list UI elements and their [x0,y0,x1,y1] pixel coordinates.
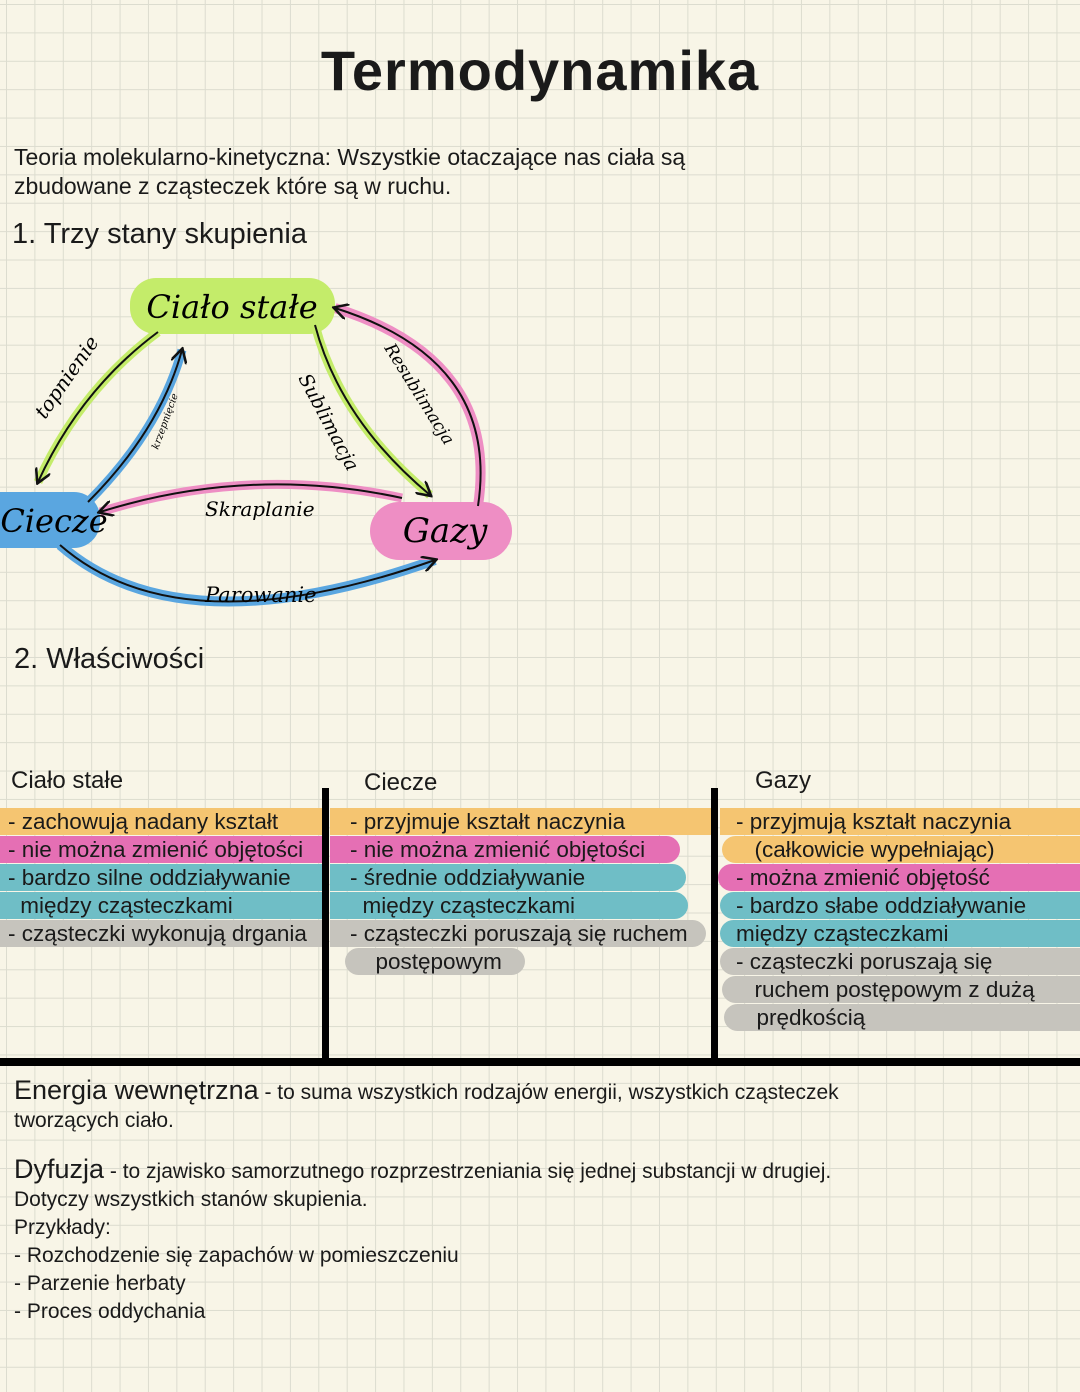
solid-property: między cząsteczkami [0,892,325,919]
energy-def-2: tworzących ciało. [14,1109,174,1132]
liquid-property: - średnie oddziaływanie [330,864,686,891]
liquid-property: postępowym [345,948,525,975]
column-heading-solid: Ciało stałe [11,767,124,794]
diffusion-line-2: Dotyczy wszystkich stanów skupienia. [14,1188,368,1211]
section-heading-states: 1. Trzy stany skupienia [12,218,307,250]
liquid-property: między cząsteczkami [330,892,688,919]
section-divider [0,1058,1080,1066]
liquid-property: - nie można zmienić objętości [330,836,680,863]
states-diagram: Ciało stałe Ciecze Gazy topnienie krzepn… [0,278,512,607]
solid-property: - bardzo silne oddziaływanie [0,864,325,891]
example-item: - Parzenie herbaty [14,1272,186,1295]
column-divider [322,788,329,1060]
condensation-label: Skraplanie [205,497,315,521]
energy-term: Energia wewnętrzna [14,1075,259,1105]
resublimation-label: Resublimacja [379,339,458,448]
intro-line-2: zbudowane z cząsteczek które są w ruchu. [14,173,452,199]
gas-node [370,502,512,560]
liquid-node [0,492,100,548]
sublimation-arrow [314,324,430,495]
energy-def: - to suma wszystkich rodzajów energii, w… [258,1081,839,1104]
liquid-property: - cząsteczki poruszają się ruchem [330,920,706,947]
gas-property: - bardzo słabe oddziaływanie [720,892,1080,919]
intro-line-1: Teoria molekularno-kinetyczna: Wszystkie… [14,144,686,170]
liquid-property: - przyjmuje kształt naczynia [330,808,714,835]
resublimation-arrow [335,308,482,507]
page-title: Termodynamika [320,39,760,102]
section-heading-properties: 2. Właściwości [14,643,205,675]
energy-definition: Energia wewnętrzna - to suma wszystkich … [14,1076,1074,1135]
solid-property: - zachowują nadany kształt [0,808,325,835]
evaporation-arrow [59,544,435,603]
solid-property: - nie można zmienić objętości [0,836,325,863]
diffusion-term: Dyfuzja [14,1154,105,1184]
gas-property: ruchem postępowym z dużą [722,976,1080,1003]
gas-property: - cząsteczki poruszają się [720,948,1080,975]
melting-label: topnienie [29,331,103,423]
column-heading-gas: Gazy [755,767,812,794]
solid-label: Ciało stałe [146,288,317,326]
gas-property: - przyjmują kształt naczynia [720,808,1080,835]
column-divider [711,788,718,1060]
gas-property: - można zmienić objętość [718,864,1080,891]
example-item: - Proces oddychania [14,1300,206,1323]
melting-arrow [38,331,159,482]
column-heading-liquid: Ciecze [364,769,438,796]
solid-node [130,278,335,334]
intro-text: Teoria molekularno-kinetyczna: Wszystkie… [14,143,814,201]
gas-property: między cząsteczkami [720,920,1080,947]
freezing-arrow [87,350,182,503]
sublimation-label: Sublimacja [294,370,364,475]
condensation-arrow [100,483,403,512]
gas-property: prędkością [724,1004,1080,1031]
example-item: - Rozchodzenie się zapachów w pomieszcze… [14,1244,459,1267]
solid-property: - cząsteczki wykonują drgania [0,920,325,947]
liquid-label: Ciecze [0,502,107,540]
gas-property: (całkowicie wypełniając) [722,836,1080,863]
diffusion-definition: Dyfuzja - to zjawisko samorzutnego rozpr… [14,1155,1074,1326]
diffusion-def: - to zjawisko samorzutnego rozprzestrzen… [104,1160,832,1183]
examples-label: Przykłady: [14,1216,111,1239]
gas-label: Gazy [403,511,488,551]
evaporation-label: Parowanie [204,583,317,607]
